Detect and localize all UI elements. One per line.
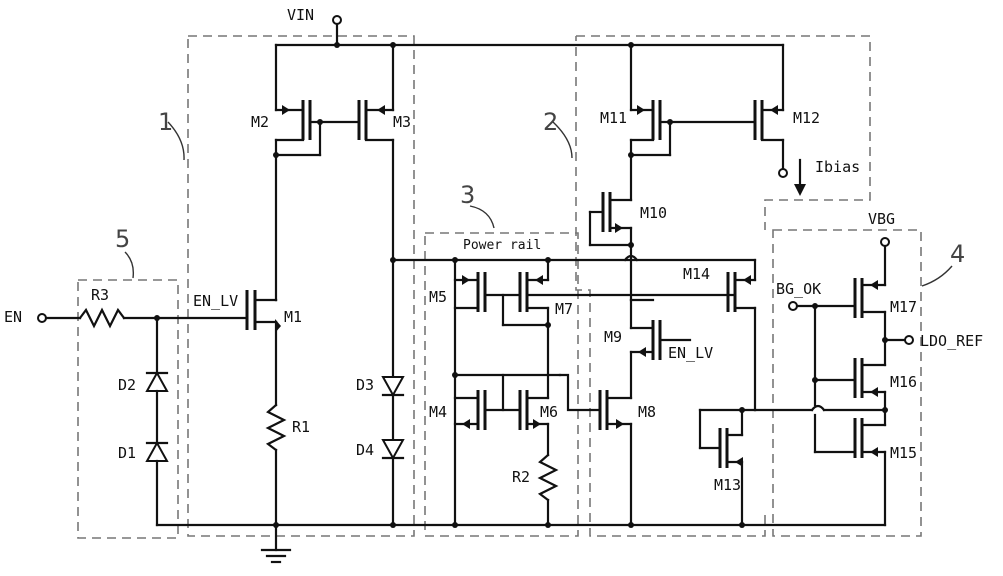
block-number-2: 2 <box>543 108 558 136</box>
block-1-leader <box>167 121 185 161</box>
vbg-pin <box>880 237 890 247</box>
d1-label: D1 <box>118 444 136 462</box>
vin-label: VIN <box>287 6 314 24</box>
m6-label: M6 <box>540 403 558 421</box>
block-number-1: 1 <box>158 108 173 136</box>
en-lv-label: EN_LV <box>193 292 238 310</box>
block-4-boundary <box>772 229 922 537</box>
m11-label: M11 <box>600 109 627 127</box>
m8-label: M8 <box>638 403 656 421</box>
r2-label: R2 <box>512 468 530 486</box>
vbg-label: VBG <box>868 210 895 228</box>
r3-label: R3 <box>91 286 109 304</box>
m9-label: M9 <box>604 328 622 346</box>
block-boundaries <box>77 35 922 539</box>
m12-label: M12 <box>793 109 820 127</box>
m10-label: M10 <box>640 204 667 222</box>
block-2-boundary <box>575 35 871 537</box>
block-2-leader <box>552 121 573 159</box>
m3-label: M3 <box>393 113 411 131</box>
m13-label: M13 <box>714 476 741 494</box>
en-label: EN <box>4 308 22 326</box>
m4-label: M4 <box>429 403 447 421</box>
m14-label: M14 <box>683 265 710 283</box>
d2-label: D2 <box>118 376 136 394</box>
block-1-boundary <box>187 35 415 537</box>
m15-label: M15 <box>890 444 917 462</box>
en-pin <box>37 313 47 323</box>
bg-ok-pin <box>788 301 798 311</box>
block-5-boundary <box>77 279 179 539</box>
block-4-circuit: VBG BG_OK LDO_REF <box>776 210 983 527</box>
vin-supply: VIN <box>274 6 785 48</box>
ldo-ref-pin <box>904 335 914 345</box>
m5-label: M5 <box>429 288 447 306</box>
block-4-leader <box>921 265 953 287</box>
d3-label: D3 <box>356 376 374 394</box>
block-number-5: 5 <box>115 225 130 253</box>
block-3-leader <box>469 205 495 229</box>
ground-rail <box>155 522 887 564</box>
block-5-leader <box>124 251 135 279</box>
block-3-circuit <box>452 257 737 527</box>
r1-label: R1 <box>292 418 310 436</box>
component-labels: EN EN_LV R3 D2 D1 M1 M2 M3 R1 D3 D4 M5 M… <box>4 109 917 494</box>
block-number-3: 3 <box>460 181 475 209</box>
vin-pin <box>332 15 342 25</box>
ibias-pin <box>778 168 788 178</box>
ldo-ref-label: LDO_REF <box>920 332 983 350</box>
block-1-circuit <box>245 42 757 527</box>
d4-label: D4 <box>356 441 374 459</box>
ibias-arrow <box>794 184 806 196</box>
m16-label: M16 <box>890 373 917 391</box>
en-lv-m9-label: EN_LV <box>668 344 713 362</box>
m7-label: M7 <box>555 300 573 318</box>
bg-ok-label: BG_OK <box>776 280 821 298</box>
block-5-circuit <box>37 307 249 527</box>
block-3-boundary <box>424 232 579 537</box>
m2-label: M2 <box>251 113 269 131</box>
ibias-label: Ibias <box>815 158 860 176</box>
block-number-4: 4 <box>950 240 965 268</box>
power-rail-label: Power rail <box>463 238 541 253</box>
m1-label: M1 <box>284 308 302 326</box>
terminal-arrows <box>275 105 878 467</box>
m17-label: M17 <box>890 298 917 316</box>
